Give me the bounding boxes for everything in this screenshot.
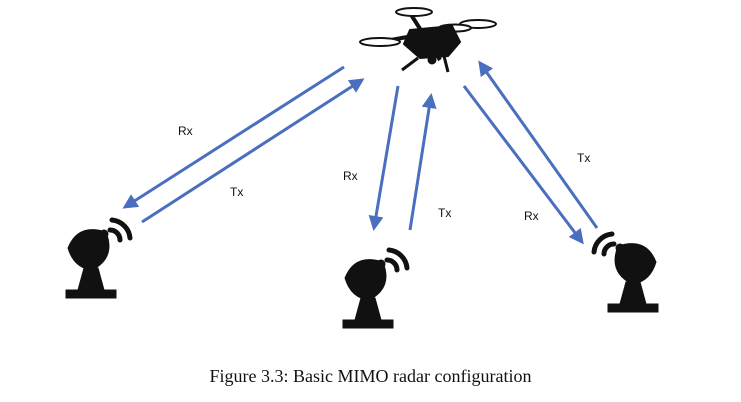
left-tx-arrow [141, 78, 365, 224]
satellite-dish-icon [342, 247, 410, 329]
figure-caption: Figure 3.3: Basic MIMO radar configurati… [209, 366, 532, 386]
satellite-dish-icon [65, 217, 133, 299]
middle-tx-label: Tx [438, 206, 451, 220]
middle-rx-label: Rx [343, 169, 358, 183]
right-tx-arrow [478, 60, 599, 229]
drone-icon [359, 7, 497, 73]
right-rx-label: Rx [524, 209, 539, 223]
middle-rx-arrow [368, 85, 400, 231]
left-rx-label: Rx [178, 124, 193, 138]
satellite-dish-icon [591, 231, 659, 313]
left-tx-label: Tx [230, 185, 243, 199]
right-rx-arrow [462, 85, 584, 245]
middle-tx-arrow [408, 93, 437, 231]
left-rx-arrow [122, 65, 345, 209]
right-tx-label: Tx [577, 151, 590, 165]
